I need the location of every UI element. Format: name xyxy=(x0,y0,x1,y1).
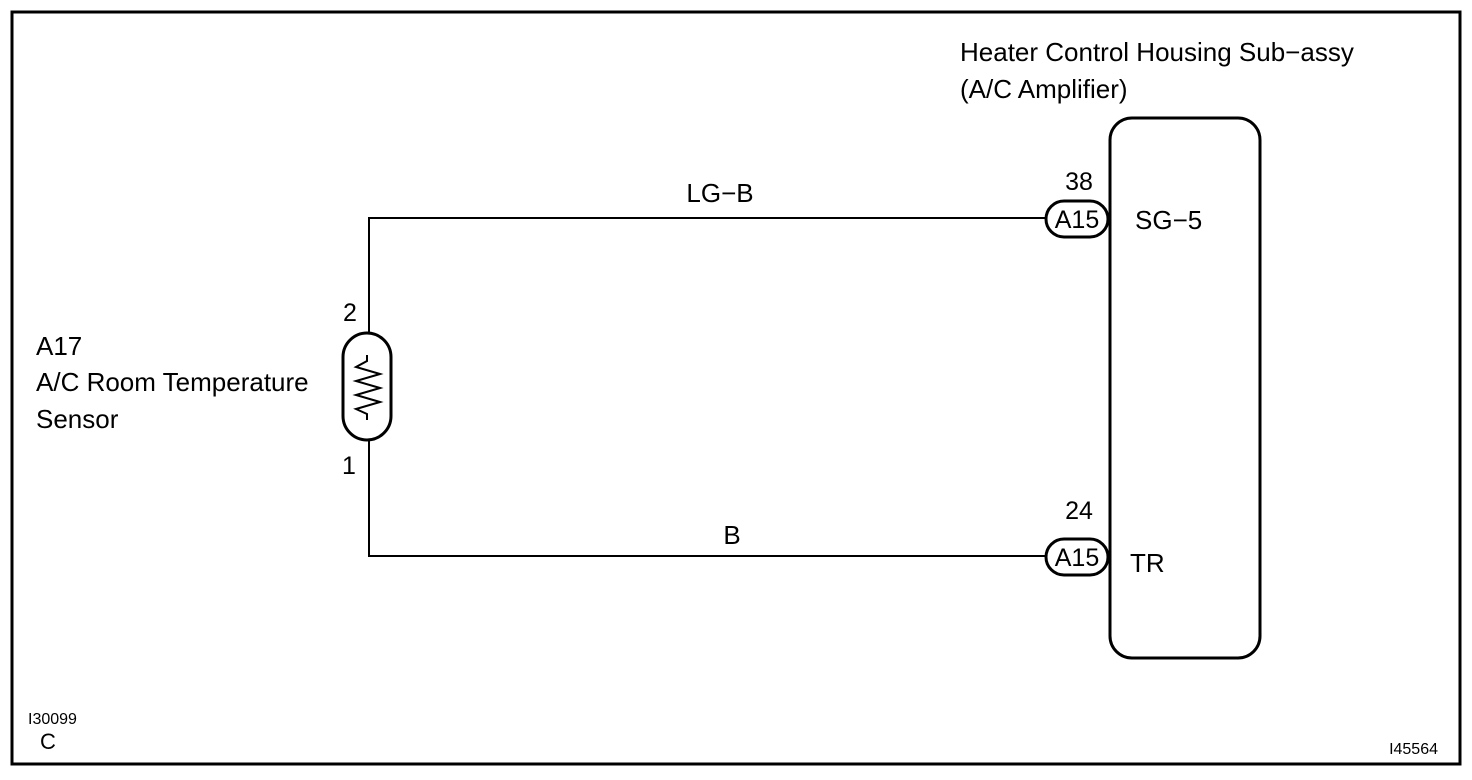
diagram-frame xyxy=(10,10,1462,766)
footer-code-left: I30099 xyxy=(28,711,77,728)
sensor-body xyxy=(341,331,393,442)
thermistor-icon xyxy=(352,355,384,420)
amplifier-box xyxy=(1108,116,1262,660)
connector-top xyxy=(1044,199,1110,239)
connector-bottom-pin: 24 xyxy=(1065,497,1093,525)
amplifier-title-line2: (A/C Amplifier) xyxy=(960,74,1128,104)
footer-letter: C xyxy=(40,729,56,754)
sensor-pin-bottom: 1 xyxy=(342,452,356,480)
footer-code-right: I45564 xyxy=(1389,741,1438,758)
connector-bottom-label: A15 xyxy=(1055,544,1099,572)
wire-bottom xyxy=(368,440,1046,557)
wire-top xyxy=(368,217,1046,436)
connector-bottom xyxy=(1044,537,1110,577)
sensor-code: A17 xyxy=(36,331,82,361)
connector-top-label: A15 xyxy=(1055,206,1099,234)
wire-top-color: LG−B xyxy=(686,178,753,208)
wire-bottom-color: B xyxy=(723,520,740,550)
terminal-top-signal: SG−5 xyxy=(1135,205,1202,235)
sensor-name-line1: A/C Room Temperature xyxy=(36,367,309,397)
terminal-bottom-signal: TR xyxy=(1130,548,1165,578)
sensor-pin-top: 2 xyxy=(343,299,357,327)
amplifier-title-line1: Heater Control Housing Sub−assy xyxy=(960,37,1354,67)
connector-top-pin: 38 xyxy=(1065,168,1093,196)
sensor-name-line2: Sensor xyxy=(36,404,119,434)
